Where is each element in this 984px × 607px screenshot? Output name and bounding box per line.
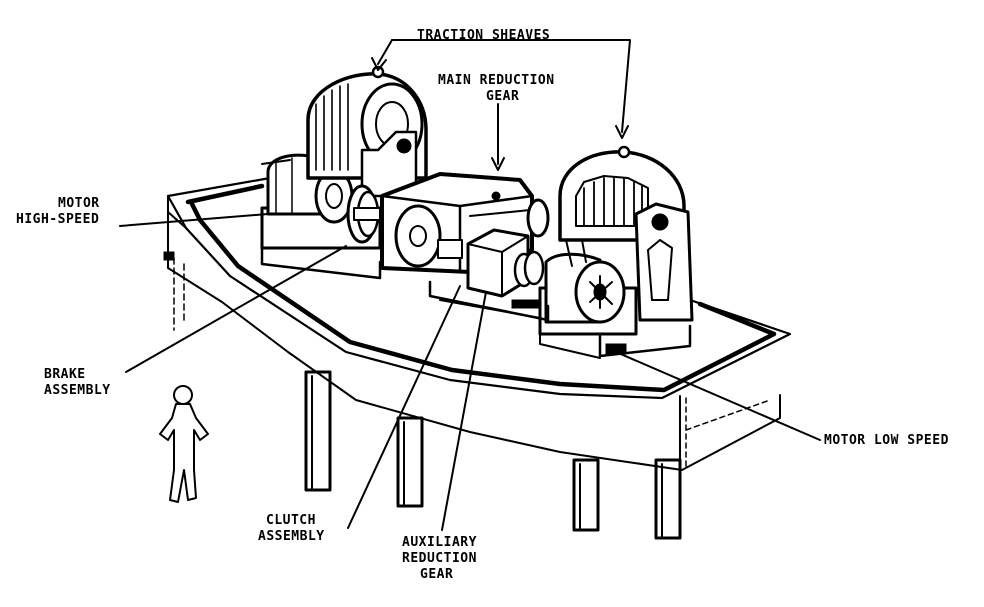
labels: TRACTION SHEAVES MAIN REDUCTION GEAR MOT…	[16, 28, 949, 582]
label-motor-high-speed-line2: HIGH-SPEED	[16, 212, 99, 227]
support-columns	[304, 370, 682, 540]
traction-sheave-left	[306, 65, 428, 198]
leader-lines	[119, 39, 821, 531]
low-speed-motor	[511, 252, 638, 336]
label-main-reduction-gear-line1: MAIN REDUCTION	[438, 73, 555, 88]
label-main-reduction-gear-line2: GEAR	[486, 89, 519, 104]
label-clutch-assembly-line1: CLUTCH	[266, 513, 316, 528]
label-motor-low-speed: MOTOR LOW SPEED	[824, 433, 949, 448]
base-rails	[260, 246, 692, 359]
label-auxiliary-reduction-gear-line1: AUXILIARY	[402, 535, 477, 550]
label-brake-assembly-line1: BRAKE	[44, 367, 86, 382]
clutch-assembly	[513, 198, 550, 288]
label-clutch-assembly-line2: ASSEMBLY	[258, 529, 325, 544]
traction-sheave-right	[558, 145, 694, 322]
label-motor-high-speed-line1: MOTOR	[58, 196, 100, 211]
label-traction-sheaves: TRACTION SHEAVES	[417, 28, 550, 43]
label-brake-assembly-line2: ASSEMBLY	[44, 383, 111, 398]
human-figure	[159, 385, 209, 503]
label-auxiliary-reduction-gear-line2: REDUCTION	[402, 551, 477, 566]
label-auxiliary-reduction-gear-line3: GEAR	[420, 567, 453, 582]
brake-assembly	[346, 184, 381, 244]
